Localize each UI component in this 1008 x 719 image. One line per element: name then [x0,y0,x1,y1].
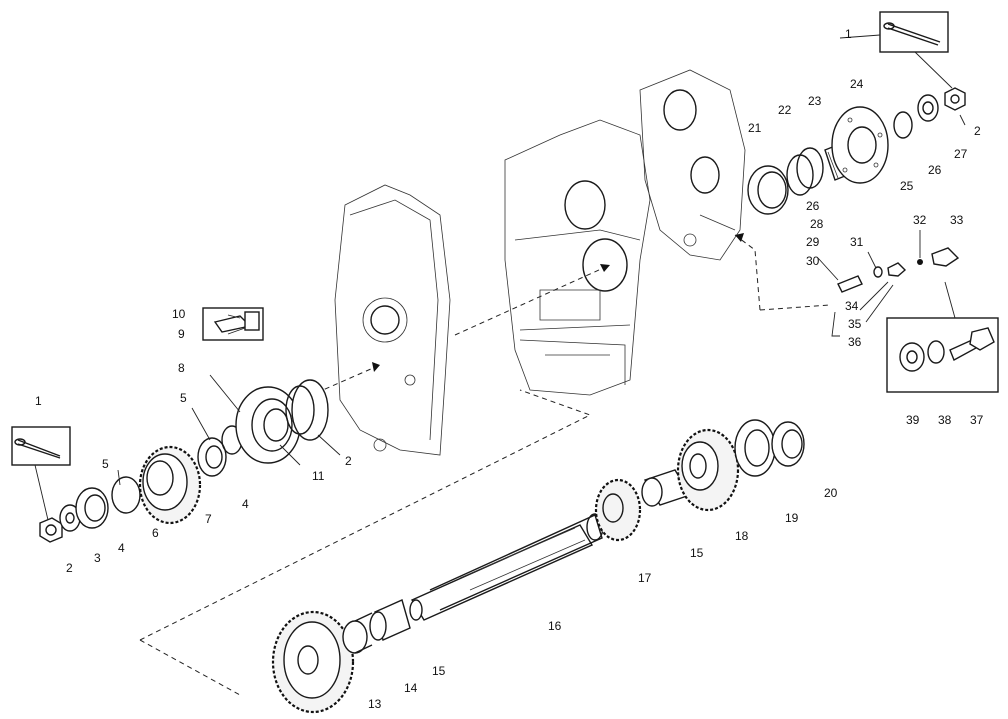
label-28: 28 [810,217,824,231]
gear-17 [594,478,642,542]
label-32: 32 [913,213,927,227]
output-flange-24 [831,106,889,184]
label-4: 4 [118,541,125,555]
label-15: 15 [690,546,704,560]
right-nut [944,87,966,111]
label-4: 4 [242,497,249,511]
label-5: 5 [102,457,109,471]
o-ring-25 [893,111,913,139]
label-20: 20 [824,486,838,500]
label-31: 31 [850,235,864,249]
label-22: 22 [778,103,792,117]
label-2: 2 [974,124,981,138]
rear-housing-cover [334,184,451,456]
label-23: 23 [808,94,822,108]
spacer-sleeve-14 [342,612,373,654]
washer-26 [917,94,939,122]
bearing-cup-21 [747,165,789,215]
right-cotter-pin-box [879,11,953,89]
label-2: 2 [66,561,73,575]
label-17: 17 [638,571,652,585]
label-1: 1 [35,394,42,408]
label-21: 21 [748,121,762,135]
label-11: 11 [312,469,325,483]
main-housing [504,119,651,396]
label-25: 25 [900,179,914,193]
label-35: 35 [848,317,862,331]
left-snap-ring [111,476,141,514]
left-nut [39,517,63,543]
label-5: 5 [180,391,187,405]
left-cotter-pin-box [11,426,71,521]
label-6: 6 [152,526,159,540]
left-drive-gear [138,445,202,525]
bearing-19 [734,419,776,477]
snap-rings-22 [786,147,824,196]
bearing-retainer-flange [235,386,301,464]
label-38: 38 [938,413,952,427]
label-27: 27 [954,147,968,161]
spacer-sleeve-15 [369,599,411,641]
bearing-cone-20 [771,421,805,467]
label-39: 39 [906,413,920,427]
breather-fitting [837,247,960,293]
label-26: 26 [806,199,820,213]
label-37: 37 [970,413,984,427]
label-15: 15 [432,664,446,678]
label-33: 33 [950,213,964,227]
drain-plug-box [886,281,999,393]
label-30: 30 [806,254,820,268]
label-8: 8 [178,361,185,375]
label-1: 1 [845,27,852,41]
label-18: 18 [735,529,749,543]
assembly-lines [139,233,831,696]
label-29: 29 [806,235,820,249]
label-2: 2 [345,454,352,468]
label-26: 26 [928,163,942,177]
label-9: 9 [178,327,185,341]
label-16: 16 [548,619,562,633]
bolt-washer-box [202,307,264,341]
label-10: 10 [172,307,186,321]
part-labels: 1 1 2 2 2 3 4 4 5 5 6 7 8 9 10 11 13 14 … [35,27,984,711]
leader-lines [117,34,966,486]
label-24: 24 [850,77,864,91]
label-7: 7 [205,512,212,526]
gear-18 [676,428,740,512]
left-bearing-small [75,487,109,529]
bearing-cup [285,379,329,441]
label-34: 34 [845,299,859,313]
label-19: 19 [785,511,799,525]
main-shaft [409,513,604,621]
left-bearing [197,437,227,477]
large-gear [271,610,355,714]
label-3: 3 [94,551,101,565]
label-14: 14 [404,681,418,695]
label-36: 36 [848,335,862,349]
label-13: 13 [368,697,382,711]
front-housing [639,69,746,261]
